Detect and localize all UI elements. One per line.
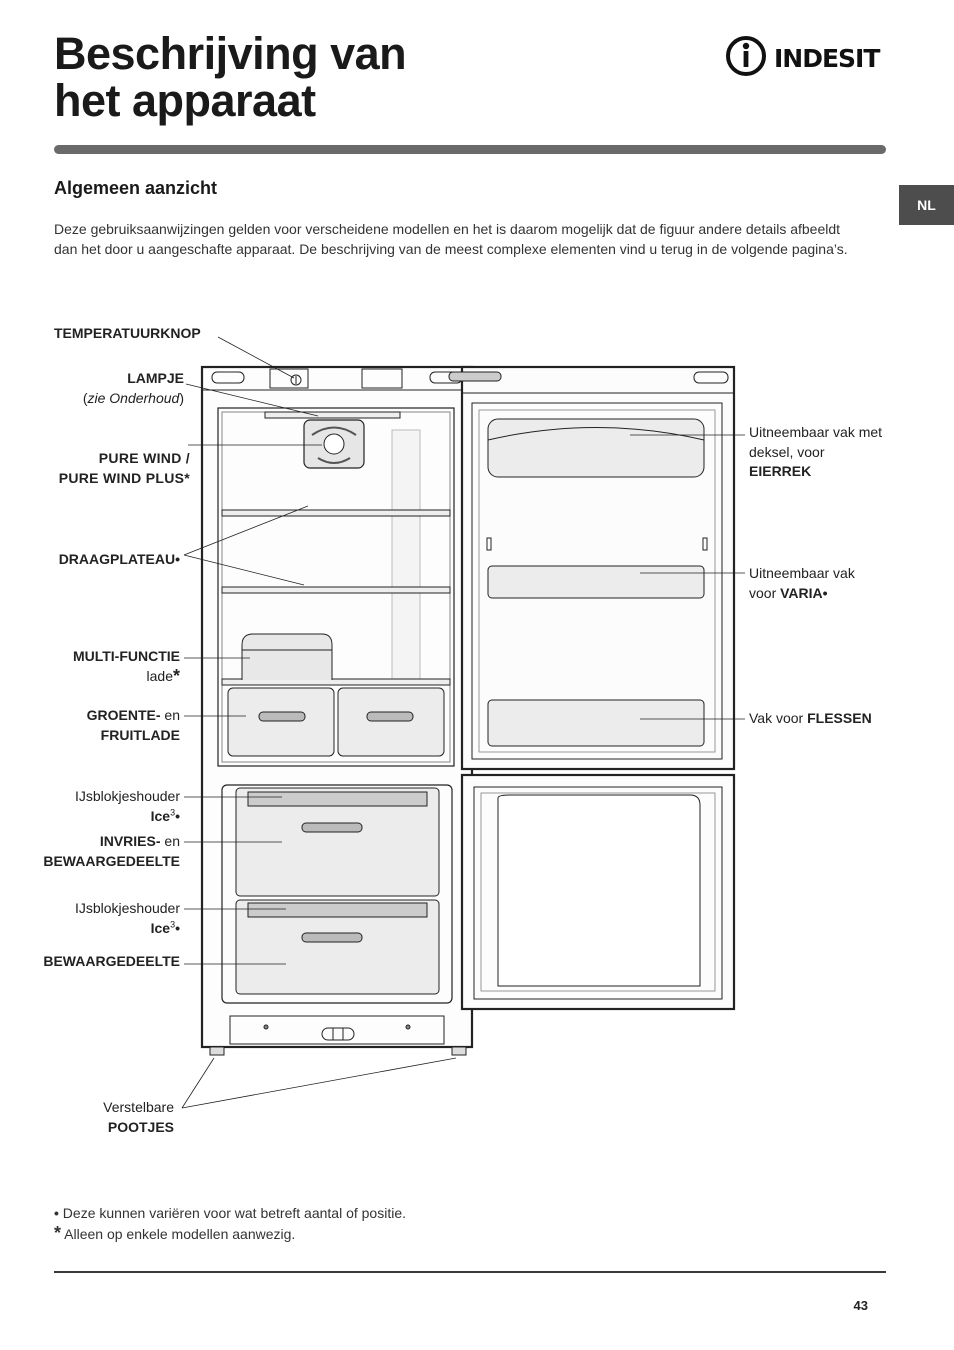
page-number: 43: [853, 1298, 868, 1313]
intro-paragraph: Deze gebruiksaanwijzingen gelden voor ve…: [54, 221, 848, 257]
brand-wordmark: INDESIT: [774, 44, 880, 73]
footnotes: • Deze kunnen variëren voor wat betreft …: [54, 1204, 406, 1244]
page-title-line-1: Beschrijving van: [54, 28, 407, 79]
label-ijsblokjeshouder-1: IJsblokjeshouder Ice3•: [74, 788, 180, 824]
label-multi-functie: MULTI-FUNCTIE lade*: [72, 648, 180, 686]
footnote-star: * Alleen op enkele modellen aanwezig.: [54, 1222, 296, 1243]
label-lampje: LAMPJE (zie Onderhoud): [82, 370, 184, 406]
top-rule: [54, 145, 886, 154]
label-pure-wind: PURE WIND /PURE WIND PLUS*: [58, 450, 190, 486]
page-title-line-2: het apparaat: [54, 75, 316, 126]
label-draagplateau: DRAAGPLATEAU•: [58, 551, 180, 567]
language-tab: NL: [899, 185, 954, 225]
indesit-logo-icon: INDESIT: [726, 36, 881, 76]
label-ijsblokjeshouder-2: IJsblokjeshouder Ice3•: [74, 900, 180, 936]
section-heading: Algemeen aanzicht: [54, 178, 218, 198]
footnote-bullet: • Deze kunnen variëren voor wat betreft …: [54, 1205, 406, 1221]
fridge-freezer-diagram: [181, 336, 745, 1109]
label-temperatuurknop: TEMPERATUURKNOP: [54, 325, 201, 341]
bottom-rule: [54, 1271, 886, 1273]
page-title: Beschrijving van het apparaat: [54, 28, 407, 126]
label-bewaargedeelte: BEWAARGEDEELTE: [43, 953, 180, 969]
label-flessen: Vak voor FLESSEN: [749, 710, 872, 726]
